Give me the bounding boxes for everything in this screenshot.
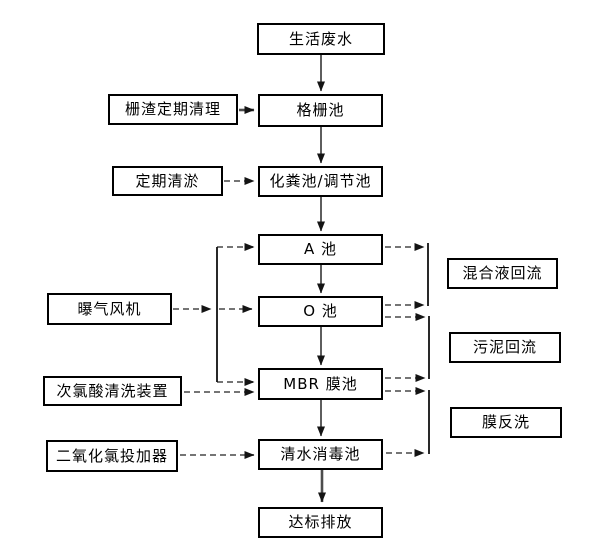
node-chlorine-dioxide-doser: 二氧化氯投加器 — [46, 440, 178, 472]
node-disinfection-pool-label: 清水消毒池 — [280, 445, 361, 463]
node-membrane-backwash-label: 膜反洗 — [481, 413, 530, 431]
node-grid-residue-cleaning: 栅渣定期清理 — [108, 94, 238, 125]
node-pool-a: A 池 — [258, 234, 383, 265]
node-pool-o-label: O 池 — [303, 302, 338, 320]
node-mixed-liquor-return: 混合液回流 — [447, 258, 558, 289]
node-grid-residue-cleaning-label: 栅渣定期清理 — [124, 100, 221, 118]
node-wastewater-label: 生活废水 — [288, 29, 353, 48]
node-aeration-fan-label: 曝气风机 — [77, 299, 142, 318]
node-aeration-fan: 曝气风机 — [47, 293, 172, 325]
node-hypochlorous-cleaning-label: 次氯酸清洗装置 — [56, 381, 169, 400]
node-periodic-dredging: 定期清淤 — [112, 166, 223, 196]
node-hypochlorous-cleaning: 次氯酸清洗装置 — [43, 376, 182, 406]
node-grid-pool-label: 格栅池 — [296, 101, 345, 119]
node-grid-pool: 格栅池 — [258, 94, 383, 127]
node-mbr-pool-label: MBR 膜池 — [283, 374, 358, 393]
node-discharge-label: 达标排放 — [288, 513, 353, 531]
node-septic-tank: 化粪池/调节池 — [258, 166, 383, 197]
node-mixed-liquor-return-label: 混合液回流 — [462, 264, 543, 282]
node-membrane-backwash: 膜反洗 — [450, 407, 562, 438]
node-discharge: 达标排放 — [258, 507, 383, 538]
node-pool-a-label: A 池 — [303, 240, 338, 258]
node-disinfection-pool: 清水消毒池 — [258, 439, 383, 470]
node-pool-o: O 池 — [258, 296, 383, 327]
node-septic-tank-label: 化粪池/调节池 — [269, 172, 372, 190]
node-wastewater: 生活废水 — [257, 23, 385, 55]
node-chlorine-dioxide-doser-label: 二氧化氯投加器 — [55, 446, 168, 465]
node-mbr-pool: MBR 膜池 — [258, 368, 383, 400]
node-periodic-dredging-label: 定期清淤 — [135, 171, 200, 190]
node-sludge-return: 污泥回流 — [449, 332, 561, 363]
node-sludge-return-label: 污泥回流 — [472, 338, 537, 356]
